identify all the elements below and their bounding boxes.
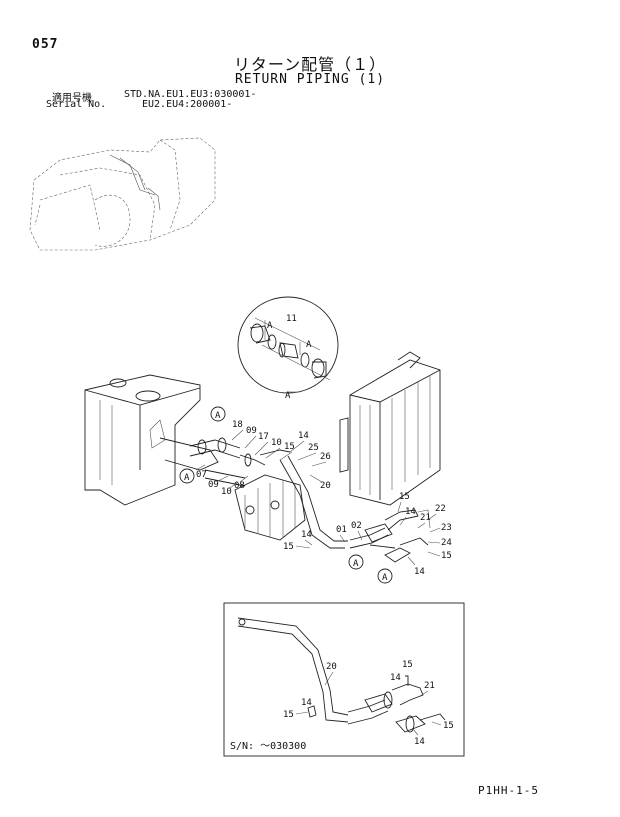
serial-range-1: STD.NA.EU1.EU3:030001- bbox=[124, 89, 257, 100]
part-label: 09 bbox=[208, 480, 219, 490]
detail-label-callout-a: A bbox=[285, 391, 291, 401]
callout-markers: A A A A bbox=[179, 406, 393, 584]
oil-cooler bbox=[339, 351, 441, 506]
part-label: 26 bbox=[320, 452, 331, 462]
return-pipe-20 bbox=[279, 455, 419, 549]
machine-overview bbox=[29, 137, 216, 251]
part-label: 08 bbox=[234, 481, 245, 491]
part-label: 14 bbox=[414, 567, 425, 577]
part-label: 22 bbox=[435, 504, 446, 514]
part-label: 14 bbox=[405, 507, 416, 517]
inset-part-label: 14 bbox=[414, 737, 425, 747]
inset-box: 20 15 14 15 21 15 14 14 S/N: ～030300 bbox=[223, 602, 465, 757]
part-label: 15 bbox=[283, 542, 294, 552]
serial-label-japanese: 適用号機 bbox=[52, 93, 92, 104]
inset-part-label: 21 bbox=[424, 681, 435, 691]
callout-a-left: A bbox=[184, 473, 190, 483]
part-label: 21 bbox=[420, 513, 431, 523]
inset-part-label: 20 bbox=[326, 662, 337, 672]
part-label: 15 bbox=[399, 492, 410, 502]
part-label: 20 bbox=[320, 481, 331, 491]
detail-view: A 11 A A bbox=[237, 296, 339, 401]
page-title: RETURN PIPING (1) bbox=[234, 72, 386, 87]
inset-serial-note: S/N: ～030300 bbox=[230, 741, 306, 752]
inset-part-label: 14 bbox=[390, 673, 401, 683]
callout-a-bottom-1: A bbox=[353, 559, 359, 569]
part-label: 23 bbox=[441, 523, 452, 533]
part-label: 09 bbox=[246, 426, 257, 436]
part-label: 10 bbox=[221, 487, 232, 497]
inset-part-label: 15 bbox=[443, 721, 454, 731]
footer-code: P1HH-1-5 bbox=[478, 784, 539, 797]
part-label: 10 bbox=[271, 438, 282, 448]
page-number: 057 bbox=[32, 37, 59, 52]
detail-label-inner-a1: A bbox=[267, 321, 273, 331]
part-label: 24 bbox=[441, 538, 452, 548]
serial-label: Serial No. bbox=[46, 99, 107, 110]
hydraulic-tank bbox=[84, 374, 219, 506]
part-label: 02 bbox=[351, 521, 362, 531]
inset-part-label: 14 bbox=[301, 698, 312, 708]
detail-label-part-11: 11 bbox=[286, 314, 297, 324]
part-label: 07 bbox=[196, 470, 207, 480]
inset-part-label: 15 bbox=[402, 660, 413, 670]
part-label: 25 bbox=[308, 443, 319, 453]
part-label: 17 bbox=[258, 432, 269, 442]
part-label: 01 bbox=[336, 525, 347, 535]
part-label: 14 bbox=[301, 530, 312, 540]
part-label: 18 bbox=[232, 420, 243, 430]
main-part-labels: 18 09 17 10 15 14 25 26 07 09 10 08 20 0… bbox=[195, 420, 452, 577]
hose-assembly bbox=[189, 437, 431, 563]
serial-range-2: EU2.EU4:200001- bbox=[142, 99, 233, 110]
inset-part-label: 15 bbox=[283, 710, 294, 720]
detail-label-inner-a2: A bbox=[306, 340, 312, 350]
control-valve bbox=[234, 474, 306, 541]
part-label: 14 bbox=[298, 431, 309, 441]
callout-a-top: A bbox=[215, 411, 221, 421]
part-label: 15 bbox=[284, 442, 295, 452]
page-title-japanese: リターン配管（１） bbox=[233, 55, 387, 74]
part-label: 15 bbox=[441, 551, 452, 561]
callout-a-bottom-2: A bbox=[382, 573, 388, 583]
